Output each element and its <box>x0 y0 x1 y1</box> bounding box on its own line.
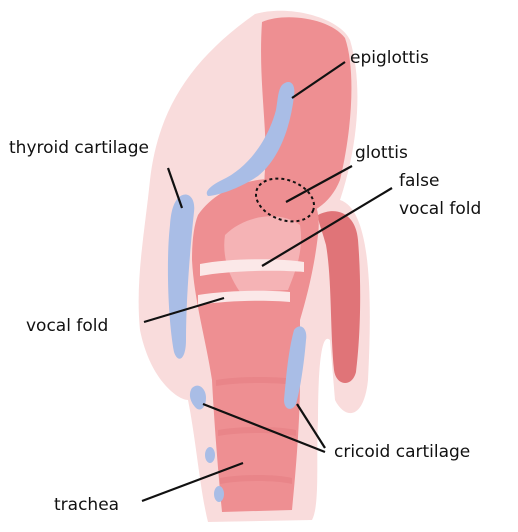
tracheal-ring-nub <box>205 447 215 463</box>
label-trachea: trachea <box>54 494 119 516</box>
label-epiglottis: epiglottis <box>350 47 429 69</box>
label-cricoid-cartilage: cricoid cartilage <box>334 441 470 463</box>
label-thyroid-cartilage: thyroid cartilage <box>9 137 149 159</box>
lumen <box>224 216 301 292</box>
label-false-vocal-fold-line2: vocal fold <box>399 198 481 220</box>
label-vocal-fold: vocal fold <box>26 315 108 337</box>
label-glottis: glottis <box>355 142 408 164</box>
tracheal-ring-nub <box>214 486 224 502</box>
label-false-vocal-fold-line1: false <box>399 170 439 192</box>
